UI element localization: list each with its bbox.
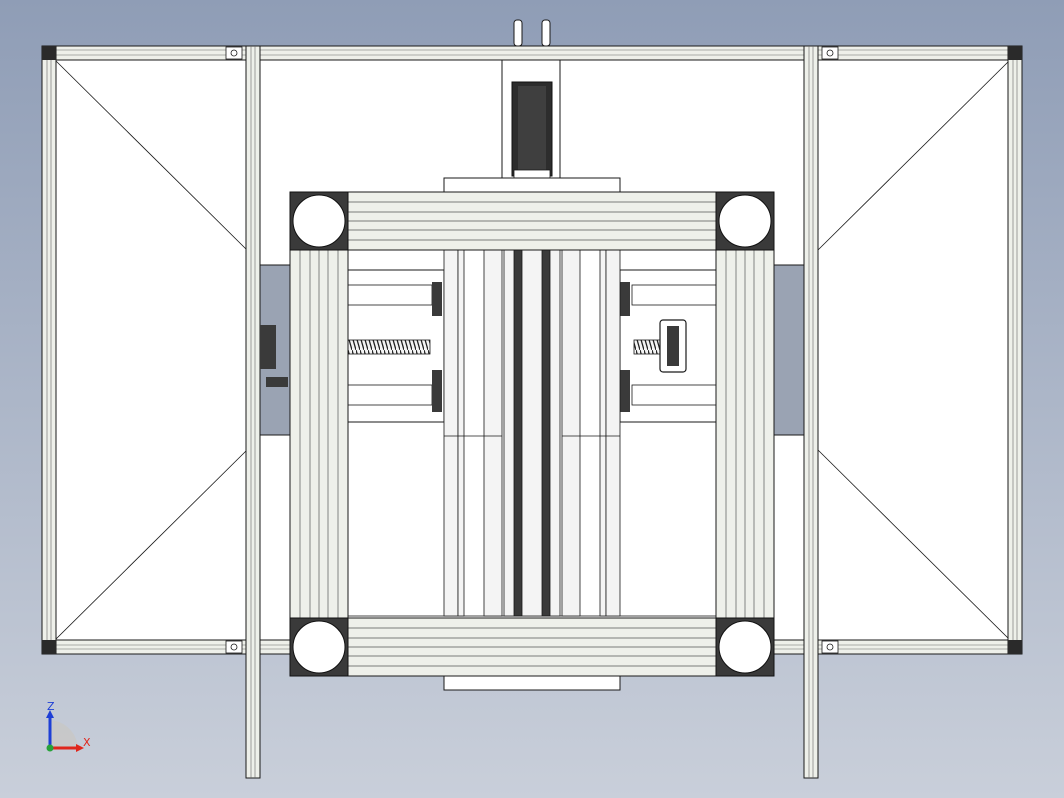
- corner-brackets: [42, 46, 1022, 654]
- right-side-panel: [805, 45, 1023, 655]
- bottom-mounting-plate: [443, 675, 621, 691]
- left-inner-post: [245, 45, 261, 779]
- x-axis-arrow: [76, 744, 84, 752]
- z-axis-arrow: [46, 710, 54, 718]
- left-side-panel: [41, 45, 261, 655]
- right-linear-module: [619, 269, 717, 423]
- axis-triad: Z X: [46, 700, 91, 752]
- gantry-left-post: [289, 249, 349, 619]
- left-linear-module: [260, 269, 445, 423]
- gantry-right-post: [715, 249, 775, 619]
- central-vertical-rails: [443, 249, 621, 617]
- z-axis-label: Z: [47, 700, 55, 713]
- right-inner-post: [803, 45, 819, 779]
- gantry-bottom-beam: [347, 617, 717, 677]
- stepper-motor: [501, 59, 561, 181]
- y-axis-dot: [46, 744, 54, 752]
- x-axis-label: X: [83, 736, 91, 749]
- left-outer-post: [41, 45, 57, 655]
- right-outer-post: [1007, 45, 1023, 655]
- bolt-plates: [225, 46, 839, 654]
- top-nozzles: [513, 19, 551, 47]
- top-frame-rail: [41, 45, 1023, 61]
- gantry-top-beam: [347, 191, 717, 251]
- gantry-corner-blocks: [289, 191, 775, 677]
